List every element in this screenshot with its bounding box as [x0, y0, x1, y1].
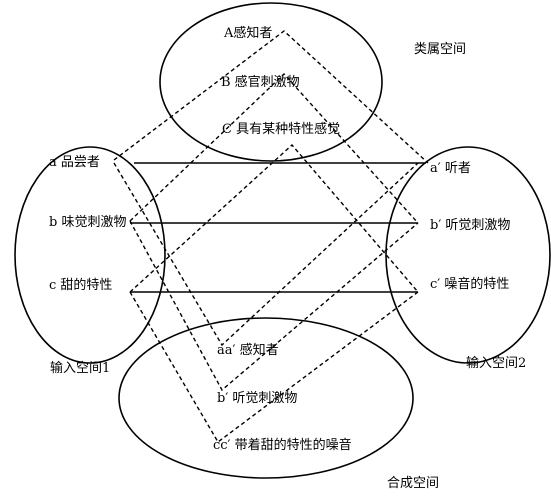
projection-blend-c: [129, 291, 419, 444]
generic-space-ellipse: [159, 2, 383, 162]
generic-item-a: A感知者: [223, 25, 272, 41]
projection-generic-a: [113, 30, 429, 164]
input1-item-c: c 甜的特性: [49, 277, 112, 293]
input1-item-b: b 味觉刺激物: [49, 215, 126, 230]
input-space-1-label: 输入空间1: [50, 360, 110, 376]
input2-item-c: c′ 噪音的特性: [430, 276, 509, 292]
input1-item-a: a 品尝者: [49, 155, 100, 170]
generic-space-label: 类属空间: [414, 42, 466, 57]
blended-space-ellipse: [118, 317, 414, 479]
blended-space-label: 合成空间: [387, 476, 439, 491]
projection-generic-c: [129, 143, 419, 293]
generic-item-b: B 感官刺激物: [221, 74, 300, 90]
blend-item-a: aa′ 感知者: [217, 342, 279, 358]
input-space-1-ellipse: [14, 146, 166, 364]
blend-item-b: b′ 听觉刺激物: [217, 391, 297, 406]
input2-item-b: b′ 听觉刺激物: [430, 218, 510, 233]
projection-generic-b: [129, 72, 419, 224]
input-space-2-ellipse: [385, 146, 551, 364]
blend-item-c: cc′ 带着甜的特性的噪音: [213, 437, 352, 453]
generic-item-c: C 具有某种特性感觉: [222, 121, 340, 137]
input-space-2-label: 输入空间2: [466, 355, 526, 371]
input2-item-a: a′ 听者: [430, 161, 471, 176]
projection-blend-b: [129, 220, 419, 392]
projection-blend-a: [113, 162, 419, 347]
